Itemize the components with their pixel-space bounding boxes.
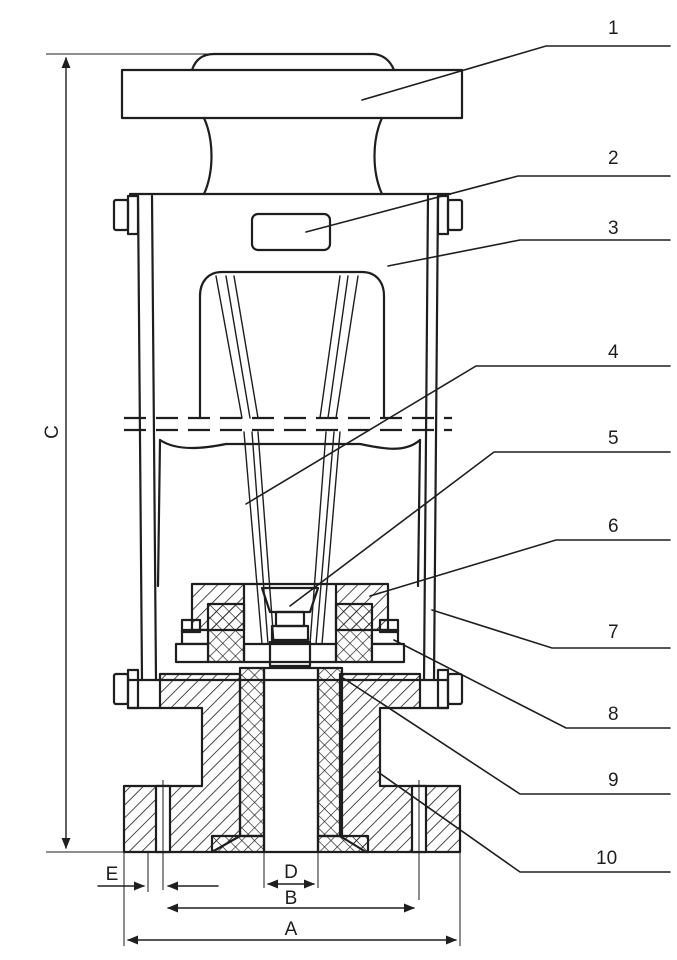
leader-6 [369, 539, 671, 597]
part-label-2: 2 [608, 148, 619, 169]
leader-5 [289, 451, 671, 607]
bearing-ring [174, 618, 406, 664]
dim-d-label: D [284, 862, 298, 883]
part-label-3: 3 [608, 218, 619, 239]
leader-lines [245, 45, 671, 873]
part-label-7: 7 [608, 622, 619, 643]
leader-7 [431, 609, 671, 649]
top-cap [120, 52, 464, 196]
valve-plug [242, 586, 338, 668]
leader-3 [387, 239, 671, 267]
casing [156, 270, 422, 588]
leader-9 [339, 675, 671, 795]
side-rods [136, 194, 440, 682]
valve-body [122, 666, 462, 900]
part-label-1: 1 [608, 18, 619, 39]
dim-c-label: C [42, 425, 63, 439]
part-label-10: 10 [596, 848, 617, 869]
break-line [124, 416, 452, 432]
dim-a-label: A [285, 919, 298, 940]
leader-2 [305, 175, 671, 233]
part-labels: 1 2 3 4 5 6 7 8 9 10 [596, 18, 619, 869]
dim-b-label: B [285, 888, 298, 909]
leader-1 [361, 45, 671, 101]
nameplate [250, 212, 332, 252]
part-label-9: 9 [608, 770, 619, 791]
leader-4 [245, 365, 671, 505]
stem [215, 275, 359, 645]
part-label-4: 4 [608, 342, 619, 363]
dimensions: C D E B A [42, 53, 461, 946]
packing-gland [190, 582, 390, 664]
dim-e-label: E [106, 864, 119, 885]
part-label-6: 6 [608, 516, 619, 537]
leader-10 [377, 771, 671, 873]
part-label-8: 8 [608, 704, 619, 725]
leader-8 [393, 639, 671, 729]
part-label-5: 5 [608, 428, 619, 449]
